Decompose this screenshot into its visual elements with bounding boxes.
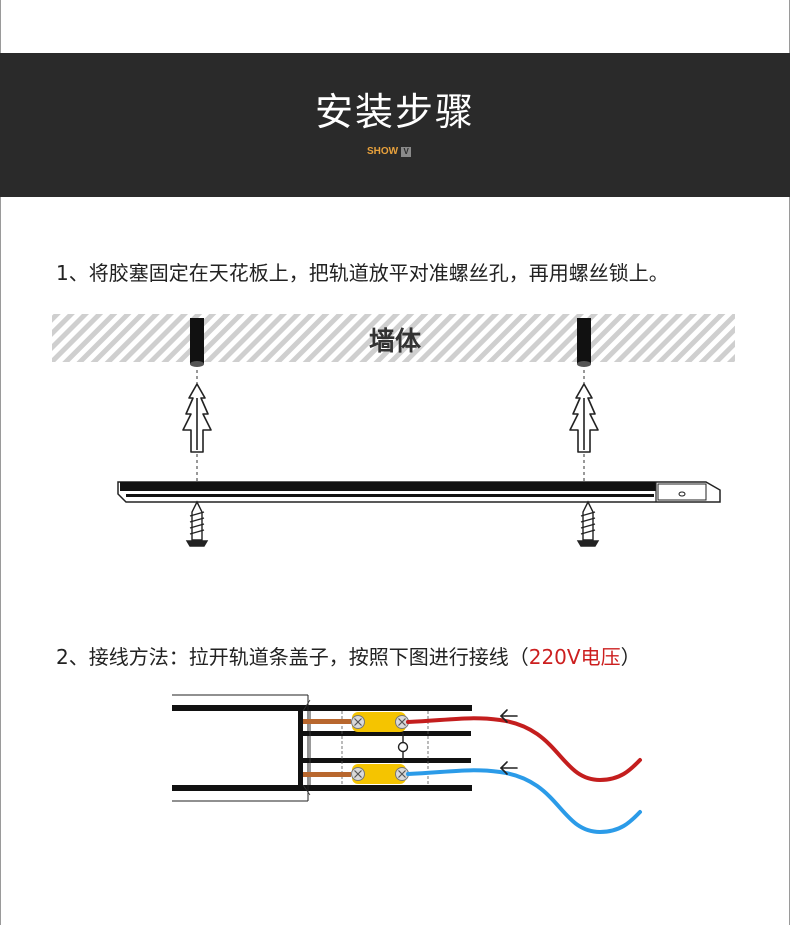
track-section <box>172 694 472 802</box>
page-border-left <box>0 0 1 925</box>
step-2-text: 2、接线方法：拉开轨道条盖子，按照下图进行接线（ <box>56 645 529 669</box>
terminal-neutral <box>303 764 409 784</box>
terminal-live <box>303 712 409 732</box>
voltage-highlight: 220V电压 <box>528 645 621 669</box>
wall-label: 墙体 <box>369 327 422 357</box>
step-2-instruction: 2、接线方法：拉开轨道条盖子，按照下图进行接线（220V电压） <box>56 643 641 671</box>
screw-right <box>576 500 600 547</box>
neutral-wire <box>406 768 642 835</box>
jumper-link <box>397 731 409 763</box>
step-1-instruction: 1、将胶塞固定在天花板上，把轨道放平对准螺丝孔，再用螺丝锁上。 <box>56 261 669 285</box>
arrow-left-icon <box>499 761 518 775</box>
step-2-close: ） <box>620 645 641 669</box>
brand-name: SHOW <box>367 146 399 157</box>
arrow-left-icon <box>499 709 518 723</box>
wall-hole-left <box>190 318 204 367</box>
anchor-left <box>182 383 212 453</box>
screw-left <box>185 500 209 547</box>
live-wire <box>406 716 642 783</box>
track-rail <box>117 481 721 503</box>
wall-hole-right <box>577 318 591 367</box>
anchor-right <box>569 383 599 453</box>
brand-badge: V <box>401 146 412 157</box>
page-title: 安装步骤 <box>314 90 475 134</box>
wall-hatch <box>52 314 735 362</box>
